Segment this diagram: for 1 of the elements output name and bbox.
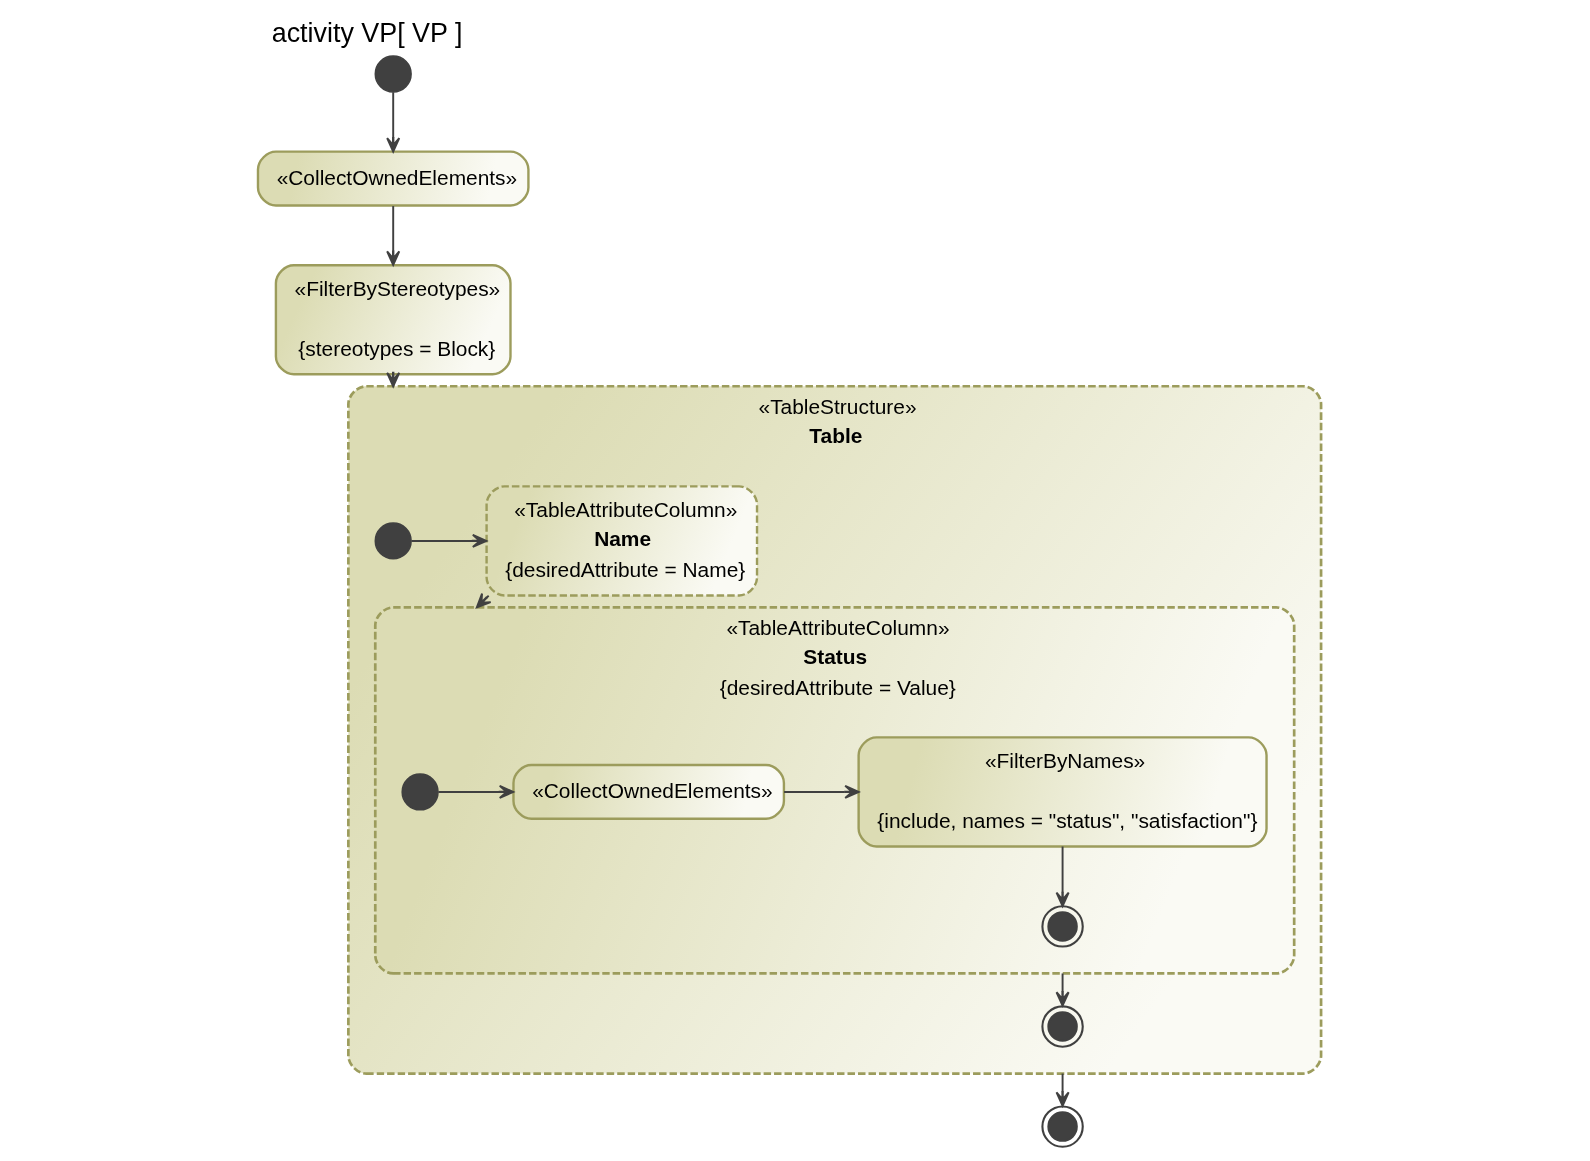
diagram-title: activity VP[ VP ] [271,17,462,48]
